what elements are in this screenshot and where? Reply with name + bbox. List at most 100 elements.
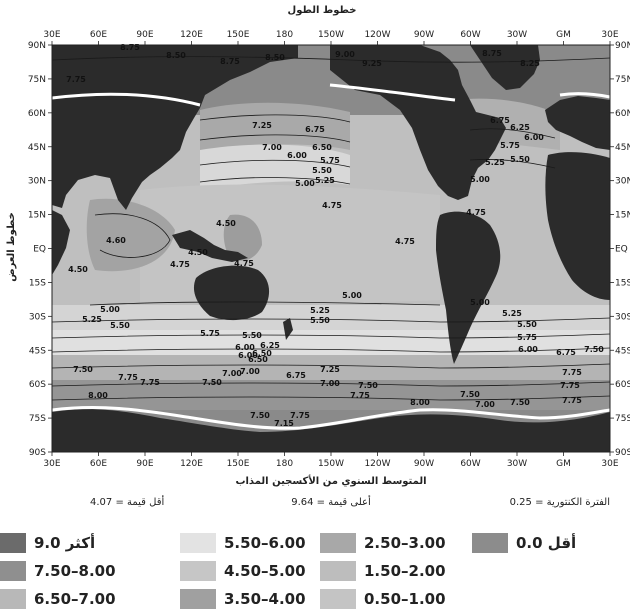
y-tick-label-right: 90S: [615, 448, 630, 458]
contour-label: 6.25: [260, 341, 280, 350]
contour-label: 6.00: [524, 133, 544, 142]
contour-label: 8.00: [88, 391, 108, 400]
contour-label: 7.75: [118, 373, 138, 382]
x-tick-label-bottom: 120E: [180, 459, 203, 469]
x-tick-label-bottom: GM: [556, 459, 571, 469]
contour-line: [199, 134, 351, 143]
contour-line: [89, 301, 441, 306]
contour-label: 7.50: [584, 345, 604, 354]
map-caption: المتوسط السنوي من الأكسجين المذاب: [235, 474, 426, 487]
south-temperate-band-1: [52, 305, 610, 330]
contour-label: 5.75: [517, 333, 537, 342]
contour-label: 8.50: [166, 51, 186, 60]
y-tick-label-left: 30S: [29, 312, 46, 322]
contour-label: 7.50: [510, 398, 530, 407]
y-tick-label-right: 45S: [615, 346, 630, 356]
land-masses: [52, 45, 610, 452]
contour-line: [51, 395, 611, 401]
land-south-america: [436, 211, 501, 364]
contour-label: 5.25: [485, 158, 505, 167]
contour-label: 5.25: [502, 309, 522, 318]
contour-line: [51, 317, 611, 323]
y-tick-label-right: 60S: [615, 380, 630, 390]
y-tick-label-left: 45S: [29, 346, 46, 356]
contour-line: [469, 159, 556, 169]
contour-lines: [51, 56, 611, 401]
contour-label: 7.00: [240, 367, 260, 376]
y-tick-label-right: 90N: [615, 41, 630, 51]
max-value-label: أعلى قيمة = 9.64: [291, 495, 371, 508]
x-tick-label-top: 60E: [90, 30, 107, 40]
contour-label: 7.75: [290, 411, 310, 420]
y-tick-label-right: 30S: [615, 312, 630, 322]
contour-label: 5.00: [295, 179, 315, 188]
contour-label: 9.00: [335, 50, 355, 59]
contour-label: 5.00: [470, 175, 490, 184]
contour-label: 6.50: [312, 143, 332, 152]
legend-label: 1.50–2.00: [364, 562, 446, 580]
contour-label: 7.75: [560, 381, 580, 390]
contour-label: 5.00: [342, 291, 362, 300]
y-tick-label-right: 75N: [615, 75, 630, 85]
contour-label: 7.75: [140, 378, 160, 387]
contour-label: 7.25: [320, 365, 340, 374]
contour-label: 5.50: [510, 155, 530, 164]
contour-label: 7.25: [252, 121, 272, 130]
legend-swatch: [320, 561, 356, 581]
contour-line: [199, 114, 351, 123]
x-tick-label-bottom: 60W: [460, 459, 480, 469]
contour-label: 5.50: [517, 320, 537, 329]
y-tick-label-left: 60S: [29, 380, 46, 390]
contour-label: 7.00: [320, 379, 340, 388]
contour-label: 4.75: [395, 237, 415, 246]
contour-label: 4.75: [322, 201, 342, 210]
y-tick-label-left: 15N: [28, 211, 46, 221]
contour-label: 6.00: [235, 343, 255, 352]
y-tick-label-left: 45N: [28, 143, 46, 153]
x-tick-label-bottom: 30E: [601, 459, 618, 469]
contour-label: 5.50: [242, 331, 262, 340]
contour-label: 7.75: [562, 396, 582, 405]
contour-line: [94, 213, 171, 258]
legend-label: 6.50–7.00: [34, 590, 116, 608]
contour-label: 8.25: [520, 59, 540, 68]
legend-item: 5.50–6.00: [180, 532, 330, 554]
contour-label: 6.75: [305, 125, 325, 134]
land-africa-east: [52, 210, 70, 275]
x-tick-label-bottom: 90W: [414, 459, 434, 469]
legend-item: 7.50–8.00: [0, 560, 140, 582]
legend-swatch: [0, 589, 26, 609]
contour-label: 5.75: [320, 156, 340, 165]
contour-label: 8.50: [265, 53, 285, 62]
contour-label: 5.00: [470, 298, 490, 307]
legend-swatch: [472, 533, 508, 553]
contour-label: 6.75: [556, 348, 576, 357]
legend-item: 4.50–5.00: [180, 560, 330, 582]
legend-item: 3.50–4.00: [180, 588, 330, 610]
contour-line: [51, 363, 611, 369]
contour-label: 8.75: [120, 43, 140, 52]
contour-label: 6.75: [490, 116, 510, 125]
contour-label: 5.25: [315, 176, 335, 185]
contour-line: [51, 381, 611, 387]
contour-label: 6.25: [510, 123, 530, 132]
contour-line: [199, 177, 351, 185]
y-tick-label-right: 30N: [615, 177, 630, 187]
legend-swatch: [320, 533, 356, 553]
x-tick-label-top: 30E: [43, 30, 60, 40]
contour-line: [51, 347, 611, 353]
ice-edge-arctic: [51, 83, 611, 107]
x-tick-label-top: GM: [556, 30, 571, 40]
legend-swatch: [320, 589, 356, 609]
contour-line: [199, 159, 351, 168]
y-tick-label-right: 75S: [615, 414, 630, 424]
contour-label: 5.25: [310, 306, 330, 315]
y-tick-label-left: 90S: [29, 448, 46, 458]
contour-label: 5.50: [310, 316, 330, 325]
contour-label: 7.75: [66, 75, 86, 84]
x-tick-label-top: 150W: [318, 30, 344, 40]
y-tick-label-left: EQ: [33, 245, 46, 255]
